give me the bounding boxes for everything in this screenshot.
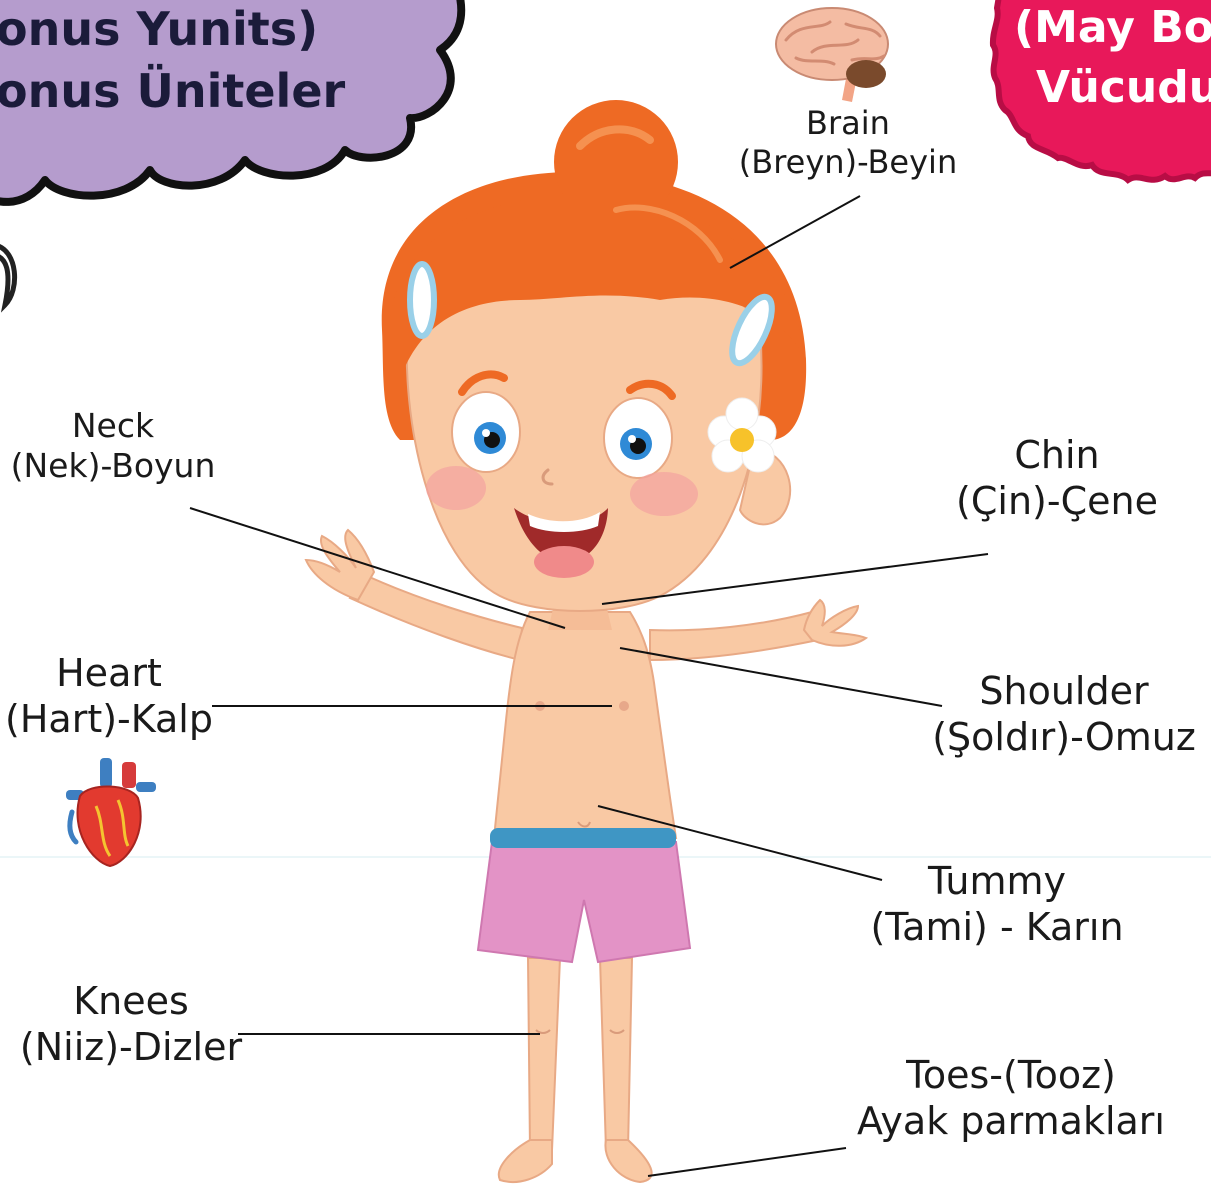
label-tummy-tr: (Tami) - Karın <box>866 904 1128 950</box>
label-chin-tr: (Çin)-Çene <box>946 478 1168 524</box>
badge-line-2: Vücudu <box>1036 62 1211 113</box>
label-heart-tr: (Hart)-Kalp <box>0 696 218 742</box>
label-neck: Neck (Nek)-Boyun <box>0 406 226 487</box>
label-shoulder: Shoulder (Şoldır)-Omuz <box>924 668 1204 761</box>
label-tummy-en: Tummy <box>866 858 1128 904</box>
cheek-left <box>426 466 486 510</box>
leader-toes <box>648 1148 846 1176</box>
label-heart-en: Heart <box>0 650 218 696</box>
label-neck-en: Neck <box>0 406 226 446</box>
hair-clip-left <box>410 264 434 336</box>
girl-illustration <box>306 100 866 1182</box>
header-line-1: onus Yunits) <box>0 2 318 56</box>
heart-icon <box>66 758 156 866</box>
label-toes-en: Toes-(Tooz) <box>852 1052 1170 1098</box>
label-knees-en: Knees <box>14 978 248 1024</box>
label-tummy: Tummy (Tami) - Karın <box>866 858 1128 951</box>
nipple-right <box>619 701 629 711</box>
header-line-2: onus Üniteler <box>0 64 345 118</box>
cheek-right <box>630 472 698 516</box>
label-chin-en: Chin <box>946 432 1168 478</box>
label-brain-en: Brain <box>730 104 966 143</box>
label-shoulder-en: Shoulder <box>924 668 1204 714</box>
label-brain-tr: (Breyn)-Beyin <box>730 143 966 182</box>
label-heart: Heart (Hart)-Kalp <box>0 650 218 743</box>
shorts <box>478 828 690 962</box>
label-toes: Toes-(Tooz) Ayak parmakları <box>852 1052 1170 1145</box>
label-toes-tr: Ayak parmakları <box>852 1098 1170 1144</box>
label-shoulder-tr: (Şoldır)-Omuz <box>924 714 1204 760</box>
feet <box>499 1140 652 1182</box>
label-knees-tr: (Niiz)-Dizler <box>14 1024 248 1070</box>
label-chin: Chin (Çin)-Çene <box>946 432 1168 525</box>
label-knees: Knees (Niiz)-Dizler <box>14 978 248 1071</box>
cropped-graphic <box>0 245 15 305</box>
label-brain: Brain (Breyn)-Beyin <box>730 104 966 182</box>
torso <box>494 612 676 838</box>
badge-line-1: (May Bo <box>1014 2 1211 53</box>
brain-icon <box>776 8 888 102</box>
legs <box>528 958 632 1150</box>
label-neck-tr: (Nek)-Boyun <box>0 446 226 486</box>
leader-shoulder <box>620 648 942 706</box>
